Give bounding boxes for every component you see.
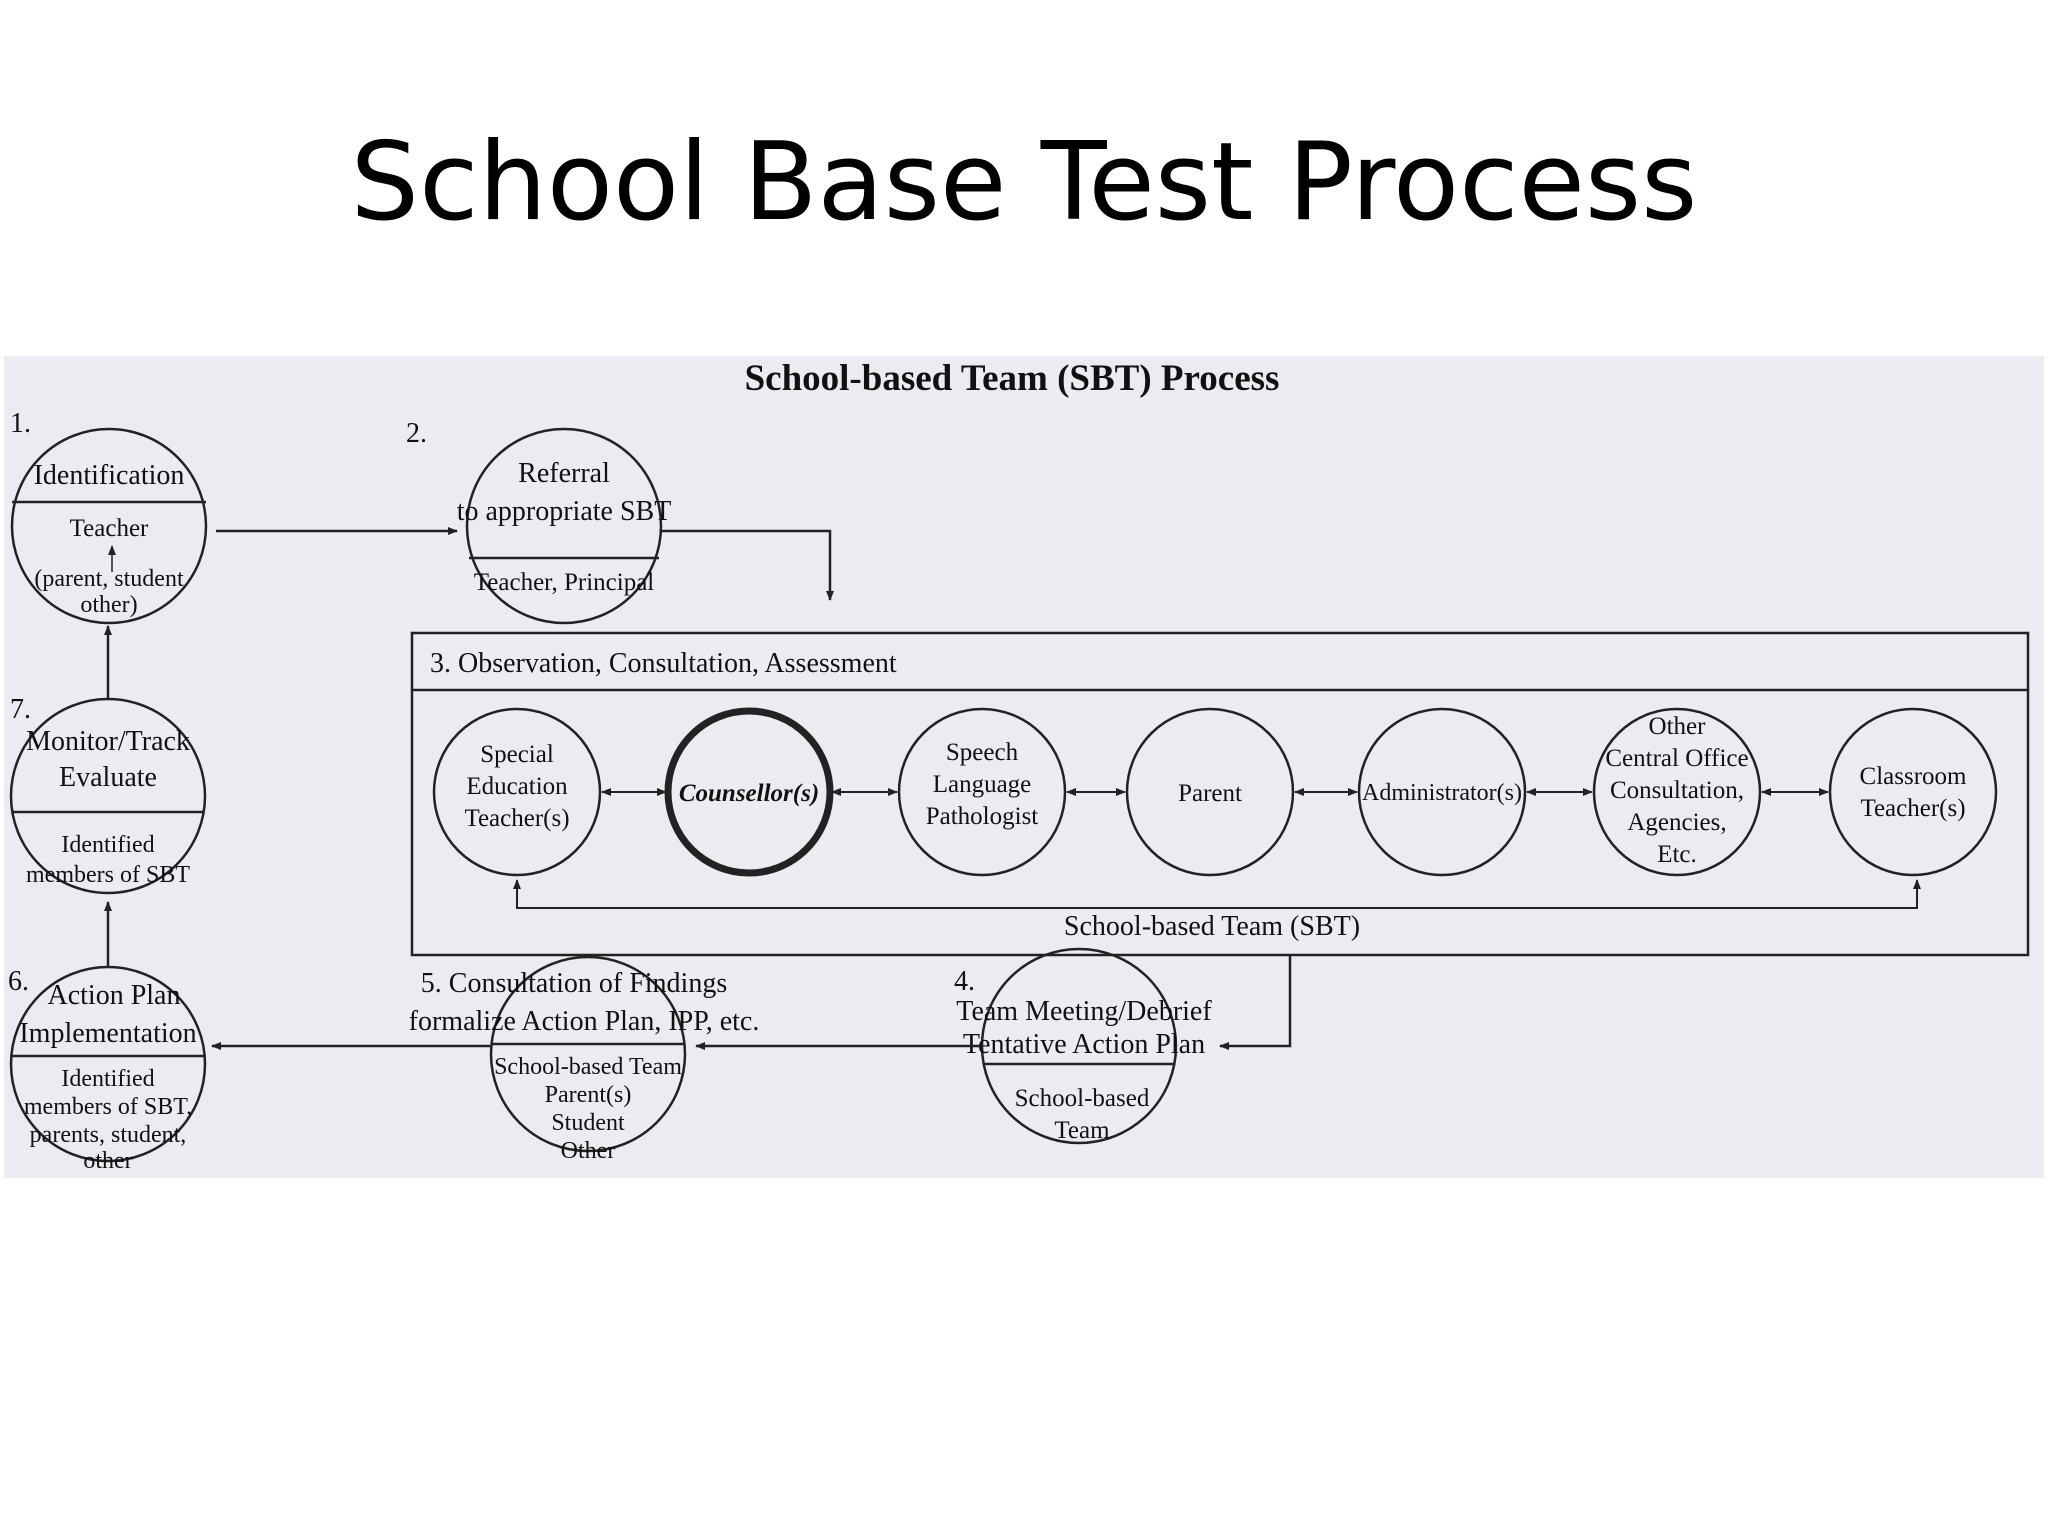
member-administrator: Administrator(s) [1357, 707, 1527, 877]
step-team-meeting-node: 4. Team Meeting/Debrief Tentative Action… [954, 947, 1212, 1145]
step-1-who-line3: other) [80, 592, 137, 618]
step-6-who-line4: other [83, 1148, 132, 1174]
svg-text:Teacher(s): Teacher(s) [1860, 795, 1965, 822]
step-4-title-line2: Tentative Action Plan [963, 1029, 1205, 1060]
step-identification-node: 1. Identification Teacher (parent, stude… [10, 408, 208, 625]
svg-text:Parent: Parent [1178, 780, 1242, 807]
step-5-who-line4: Other [561, 1138, 616, 1164]
team-loop-connector [513, 879, 1921, 909]
step-2-number: 2. [406, 418, 427, 449]
svg-text:Special: Special [480, 741, 554, 768]
slide-title: School Base Test Process [350, 120, 1698, 245]
step-2-who: Teacher, Principal [474, 569, 655, 596]
svg-text:Etc.: Etc. [1657, 841, 1697, 868]
sbt-process-svg: School-based Team (SBT) Process 1. Ident… [8, 358, 2030, 1174]
step-5-who-line3: Student [551, 1110, 625, 1136]
step-3-label: 3. Observation, Consultation, Assessment [430, 648, 897, 679]
svg-text:Speech: Speech [946, 739, 1019, 766]
svg-text:Pathologist: Pathologist [926, 803, 1039, 830]
step-7-who-line1: Identified [61, 832, 154, 858]
step-5-label-line2: formalize Action Plan, IPP, etc. [409, 1006, 760, 1037]
step-referral-node: 2. Referral to appropriate SBT Teacher, … [406, 418, 672, 625]
sbt-process-diagram: School-based Team (SBT) Process 1. Ident… [4, 356, 2044, 1178]
member-central-office: Other Central Office Consultation, Agenc… [1592, 707, 1762, 877]
svg-text:Teacher(s): Teacher(s) [464, 805, 569, 832]
svg-text:Other: Other [1649, 713, 1707, 740]
step-5-who-line2: Parent(s) [545, 1082, 632, 1108]
member-classroom-teacher: Classroom Teacher(s) [1828, 707, 1998, 877]
step-1-title: Identification [34, 460, 185, 491]
step-4-who-line1: School-based [1015, 1085, 1150, 1112]
step-1-who-line1: Teacher [70, 515, 149, 542]
step-6-who-line1: Identified [61, 1066, 154, 1092]
step-4-number: 4. [954, 966, 975, 997]
step-5-label-line1: 5. Consultation of Findings [421, 968, 727, 999]
step-6-title-line1: Action Plan [48, 980, 181, 1011]
step-observation-box: 3. Observation, Consultation, Assessment… [410, 631, 2030, 957]
step-2-title-line1: Referral [518, 458, 610, 489]
member-counsellor: Counsellor(s) [664, 707, 834, 877]
step-4-who-line2: Team [1054, 1117, 1110, 1144]
step-6-who-line3: parents, student, [30, 1122, 187, 1148]
member-special-ed: Special Education Teacher(s) [432, 707, 602, 877]
svg-text:Consultation,: Consultation, [1610, 777, 1744, 804]
step-1-who-line2: (parent, student [34, 566, 184, 592]
step-3-team-label: School-based Team (SBT) [1064, 911, 1360, 942]
member-parent: Parent [1125, 707, 1295, 877]
step-2-title-line2: to appropriate SBT [457, 496, 672, 527]
step-7-title-line2: Evaluate [59, 762, 157, 793]
svg-text:Language: Language [933, 771, 1032, 798]
step-5-who-line1: School-based Team [494, 1054, 682, 1080]
member-speech-pathologist: Speech Language Pathologist [897, 707, 1067, 877]
svg-text:Counsellor(s): Counsellor(s) [679, 780, 819, 807]
svg-text:Education: Education [466, 773, 568, 800]
step-6-number: 6. [8, 966, 29, 997]
step-consultation-node: 5. Consultation of Findings formalize Ac… [409, 955, 760, 1164]
step-action-plan-node: 6. Action Plan Implementation Identified… [8, 965, 207, 1174]
svg-text:Administrator(s): Administrator(s) [1362, 780, 1522, 806]
step-7-number: 7. [10, 694, 31, 725]
step-1-number: 1. [10, 408, 31, 439]
svg-text:Classroom: Classroom [1860, 763, 1968, 790]
step-7-title-line1: Monitor/Track [26, 726, 190, 757]
diagram-title: School-based Team (SBT) Process [745, 358, 1280, 399]
arrow-observation-to-meeting [1219, 955, 1292, 1050]
step-7-who-line2: members of SBT [26, 862, 190, 888]
arrow-referral-to-observation [662, 529, 834, 601]
step-monitor-node: 7. Monitor/Track Evaluate Identified mem… [9, 694, 207, 895]
step-6-title-line2: Implementation [19, 1018, 196, 1049]
svg-text:Agencies,: Agencies, [1627, 809, 1726, 836]
svg-text:Central Office: Central Office [1605, 745, 1748, 772]
step-6-who-line2: members of SBT, [24, 1094, 192, 1120]
step-4-title-line1: Team Meeting/Debrief [956, 996, 1212, 1027]
